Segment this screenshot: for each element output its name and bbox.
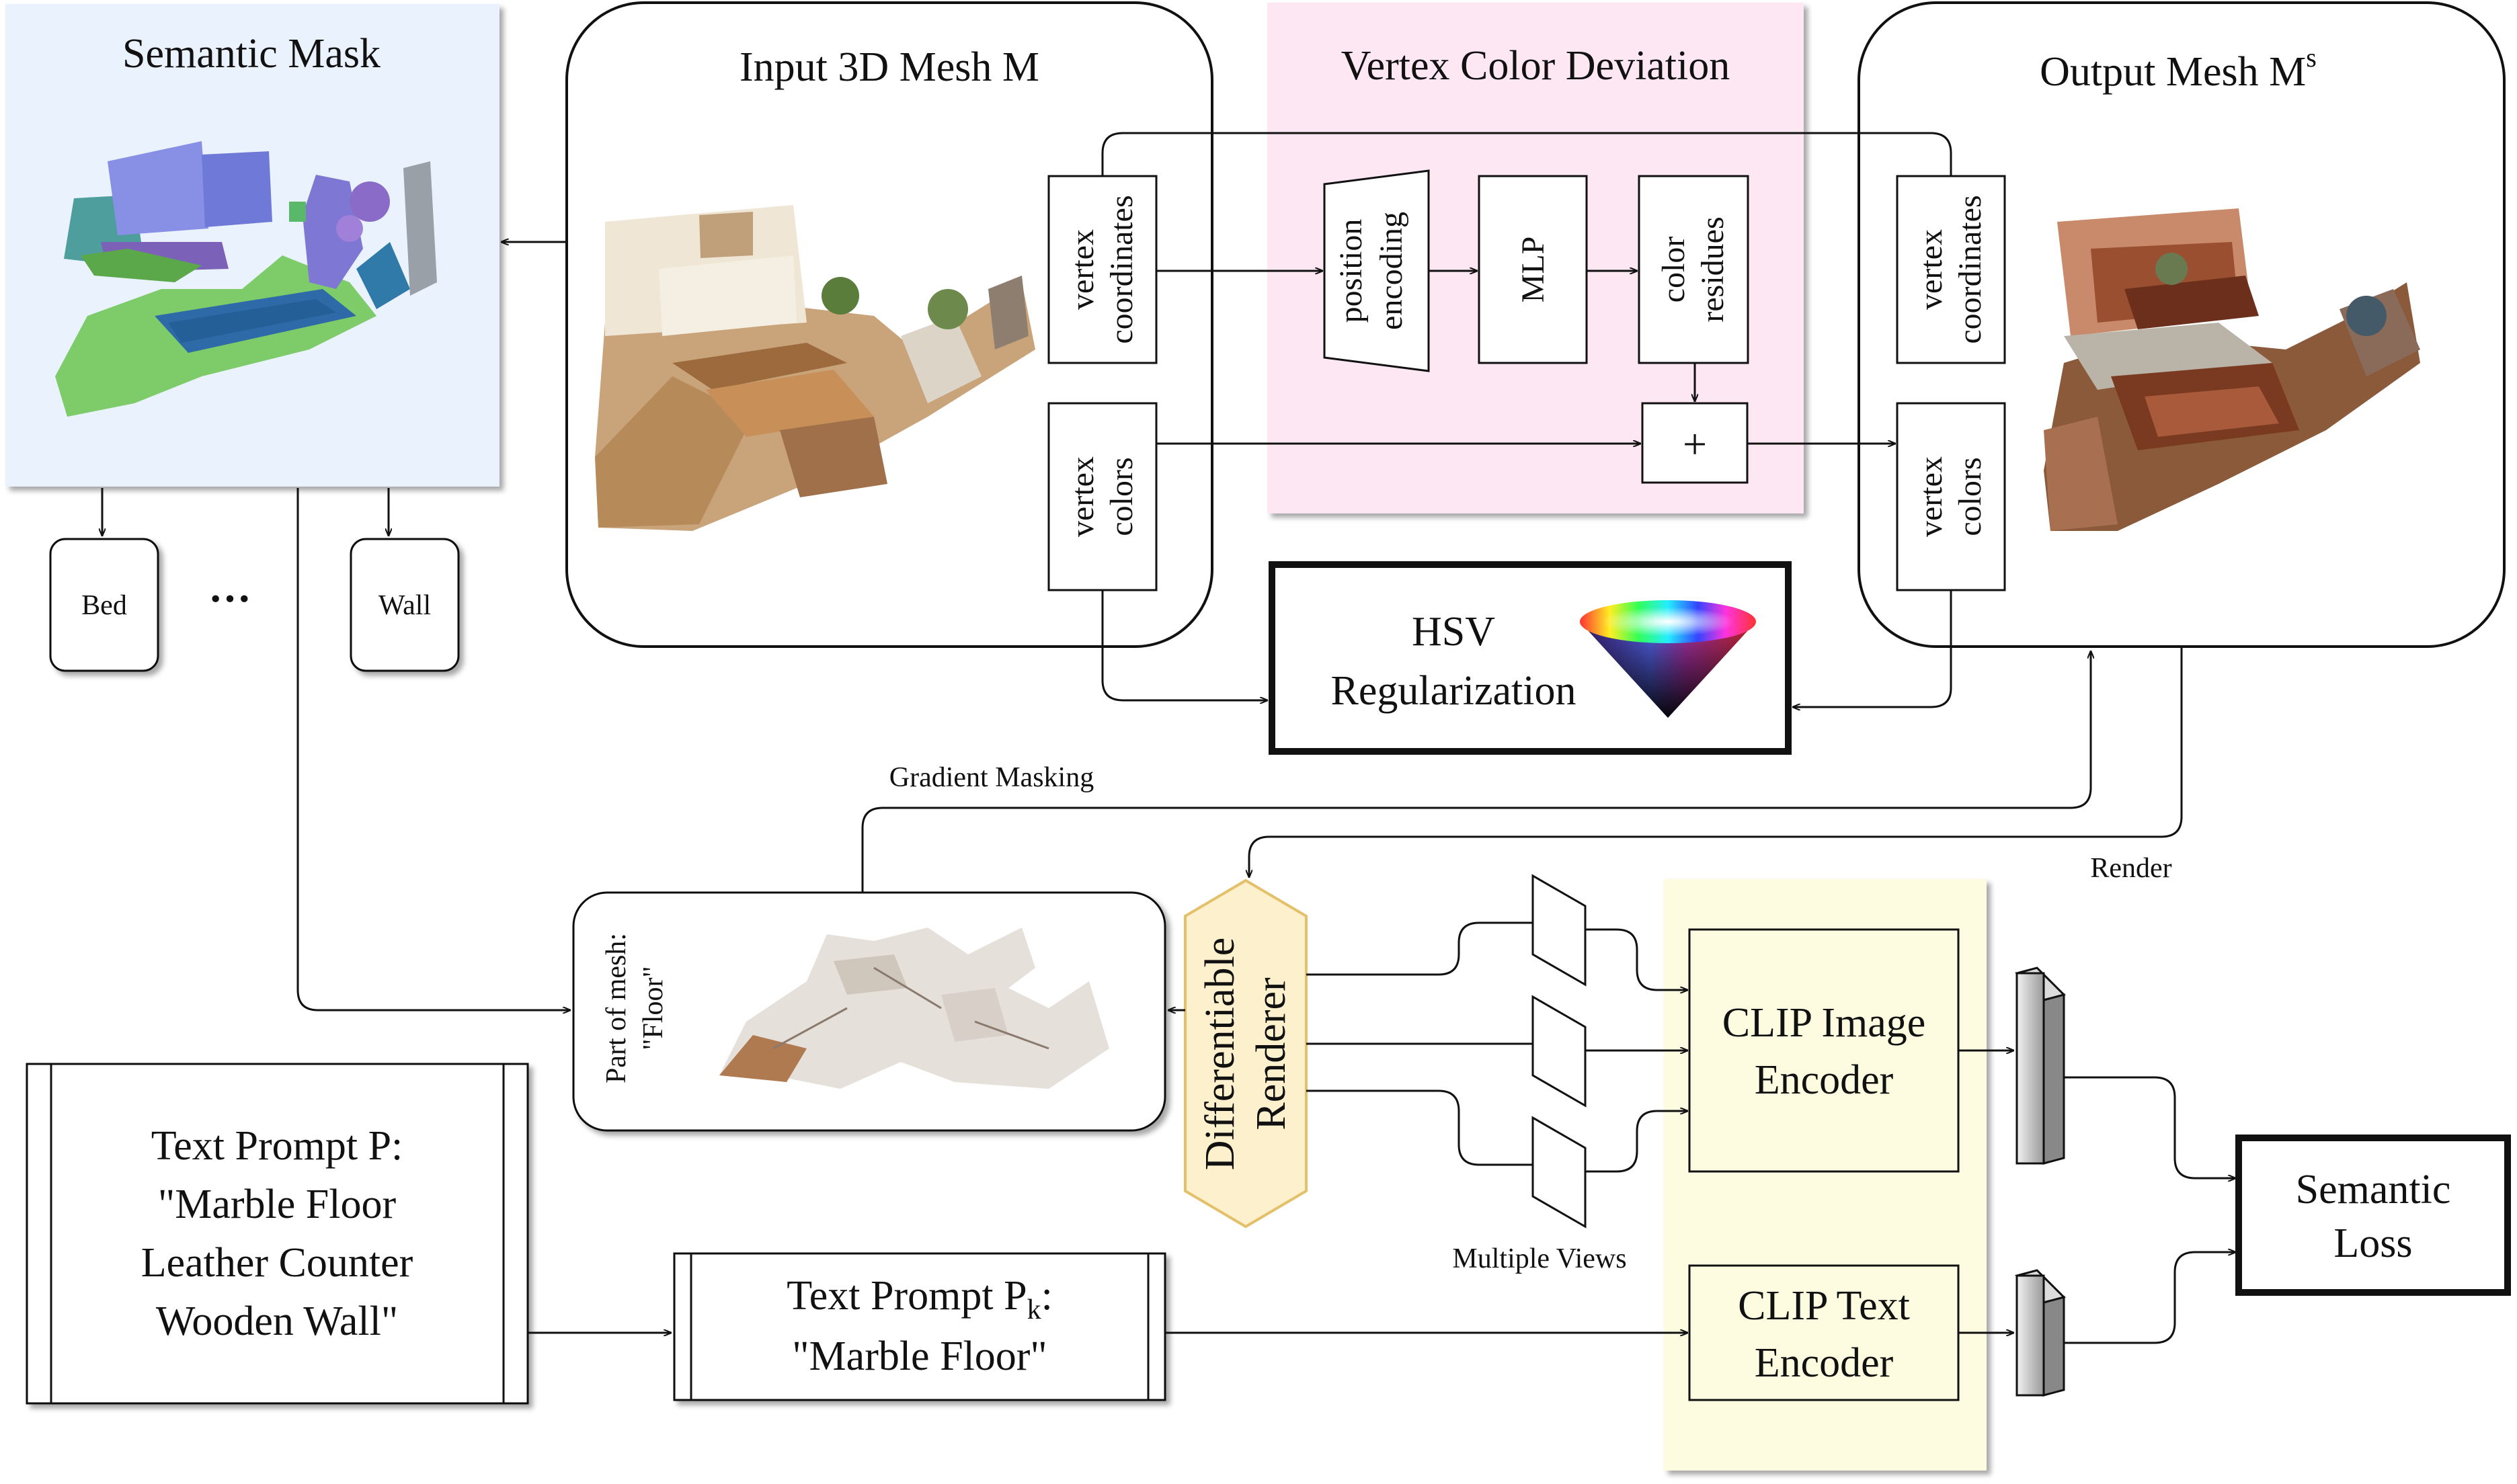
class-wall-label: Wall bbox=[378, 590, 431, 621]
clip-text-encoder-line1: CLIP Text bbox=[1738, 1283, 1910, 1329]
class-ellipsis: ··· bbox=[208, 575, 251, 622]
rendered-views bbox=[1531, 874, 1587, 1229]
output-mesh-title-text: Output Mesh M bbox=[2040, 49, 2306, 95]
output-mesh-image bbox=[2044, 208, 2420, 531]
hsv-label: HSV bbox=[1412, 609, 1495, 655]
hsv-regularization-label: Regularization bbox=[1331, 668, 1576, 714]
position-encoding-block: position encoding bbox=[1323, 169, 1430, 372]
rendered-view-3 bbox=[1531, 1116, 1587, 1229]
text-prompt-box: Text Prompt P: "Marble Floor Leather Cou… bbox=[26, 1063, 529, 1405]
mlp-label: MLP bbox=[1515, 237, 1551, 303]
text-prompt-k-subscript: k bbox=[1027, 1294, 1041, 1325]
part-of-mesh-line2: "Floor" bbox=[638, 966, 669, 1050]
input-vertex-colors-box: vertex colors bbox=[1047, 402, 1158, 591]
semantic-mask-panel: Semantic Mask bbox=[5, 4, 500, 487]
class-bed-box: Bed bbox=[49, 538, 159, 672]
sum-node-symbol: + bbox=[1683, 420, 1707, 468]
text-prompt-line3: Leather Counter bbox=[141, 1240, 413, 1286]
text-prompt-line2: "Marble Floor bbox=[158, 1182, 397, 1227]
output-vertex-coordinates-box: vertex coordinates bbox=[1896, 175, 2006, 364]
text-prompt-k-colon: : bbox=[1041, 1273, 1053, 1319]
differentiable-renderer-node: Differentiable Renderer bbox=[1184, 878, 1308, 1229]
input-vertex-colors-line1: vertex bbox=[1065, 456, 1101, 537]
text-prompt-k-box: Text Prompt Pk: "Marble Floor" bbox=[673, 1252, 1166, 1401]
output-vertex-colors-line1: vertex bbox=[1913, 456, 1949, 537]
differentiable-renderer-line2: Renderer bbox=[1248, 977, 1294, 1130]
output-vertex-coordinates-line2: coordinates bbox=[1952, 195, 1988, 343]
clip-text-encoder-line2: Encoder bbox=[1755, 1340, 1894, 1386]
mlp-block: MLP bbox=[1478, 175, 1588, 364]
clip-image-encoder-line2: Encoder bbox=[1755, 1057, 1894, 1103]
clip-image-encoder-box: CLIP Image Encoder bbox=[1688, 928, 1960, 1173]
semantic-mask-image bbox=[55, 141, 437, 417]
output-vertex-colors-box: vertex colors bbox=[1896, 402, 2006, 591]
class-wall-box: Wall bbox=[350, 538, 460, 672]
gradient-masking-label: Gradient Masking bbox=[889, 762, 1094, 793]
multiple-views-label: Multiple Views bbox=[1452, 1243, 1626, 1274]
input-vertex-colors-line2: colors bbox=[1104, 457, 1140, 536]
part-of-mesh-box: Part of mesh: "Floor" bbox=[572, 891, 1166, 1132]
text-feature-prism bbox=[2015, 1269, 2066, 1397]
floor-mesh-image bbox=[719, 928, 1109, 1089]
input-vertex-coordinates-box: vertex coordinates bbox=[1047, 175, 1158, 364]
output-vertex-coordinates-line1: vertex bbox=[1913, 229, 1949, 310]
input-mesh-image bbox=[595, 205, 1035, 531]
hsv-regularization-box: HSV Regularization bbox=[1269, 561, 1792, 755]
text-prompt-k-line1-text: Text Prompt P bbox=[787, 1273, 1027, 1319]
color-residues-block: color residues bbox=[1638, 175, 1749, 364]
vertex-color-deviation-title: Vertex Color Deviation bbox=[1341, 43, 1730, 89]
output-mesh-panel: Output Mesh Ms bbox=[1857, 1, 2506, 648]
clip-text-encoder-box: CLIP Text Encoder bbox=[1688, 1264, 1960, 1401]
semantic-mask-title: Semantic Mask bbox=[122, 31, 381, 77]
input-vertex-coordinates-line2: coordinates bbox=[1104, 195, 1140, 343]
color-residues-line2: residues bbox=[1695, 216, 1730, 322]
rendered-view-1 bbox=[1531, 874, 1587, 987]
hsv-cone-icon bbox=[1580, 600, 1756, 718]
semantic-loss-box: Semantic Loss bbox=[2235, 1135, 2511, 1296]
sum-node: + bbox=[1641, 402, 1749, 484]
text-prompt-k-line2: "Marble Floor" bbox=[792, 1333, 1047, 1379]
semantic-loss-line2: Loss bbox=[2333, 1221, 2412, 1266]
differentiable-renderer-line1: Differentiable bbox=[1197, 938, 1243, 1171]
semantic-loss-line1: Semantic bbox=[2296, 1167, 2451, 1212]
clip-image-encoder-line1: CLIP Image bbox=[1722, 1000, 1925, 1046]
part-of-mesh-line1: Part of mesh: bbox=[601, 933, 632, 1083]
render-label: Render bbox=[2090, 853, 2171, 884]
output-vertex-colors-line2: colors bbox=[1952, 457, 1988, 536]
color-residues-line1: color bbox=[1656, 237, 1691, 303]
input-vertex-coordinates-line1: vertex bbox=[1065, 229, 1101, 310]
text-prompt-k-line1: Text Prompt Pk: bbox=[787, 1273, 1053, 1325]
text-prompt-line4: Wooden Wall" bbox=[156, 1298, 398, 1344]
text-prompt-line1: Text Prompt P: bbox=[151, 1123, 403, 1169]
image-feature-prism bbox=[2015, 966, 2066, 1165]
rendered-view-2 bbox=[1531, 995, 1587, 1108]
output-mesh-title: Output Mesh Ms bbox=[2040, 42, 2317, 95]
position-encoding-line2: encoding bbox=[1373, 212, 1409, 330]
input-mesh-title: Input 3D Mesh M bbox=[740, 44, 1039, 90]
class-bed-label: Bed bbox=[81, 590, 127, 621]
output-mesh-title-superscript: s bbox=[2306, 42, 2317, 73]
position-encoding-line1: position bbox=[1333, 219, 1369, 323]
connectors bbox=[296, 132, 2236, 1344]
